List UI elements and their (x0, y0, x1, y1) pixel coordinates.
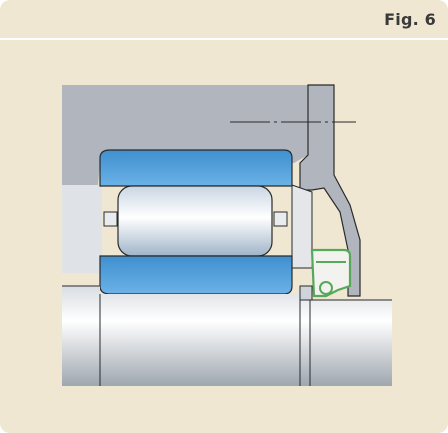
spacer-ring (291, 184, 313, 269)
shaft-shoulder (299, 285, 313, 301)
cage-right (273, 211, 288, 227)
inner-ring (99, 255, 293, 295)
cylindrical-roller (117, 185, 273, 257)
shaft (62, 286, 392, 386)
housing-bore (62, 185, 102, 273)
figure-label: Fig. 6 (384, 10, 436, 29)
radial-shaft-seal (310, 248, 352, 298)
figure-header: Fig. 6 (0, 0, 448, 40)
outer-ring (99, 149, 293, 187)
cage-left (103, 211, 118, 227)
